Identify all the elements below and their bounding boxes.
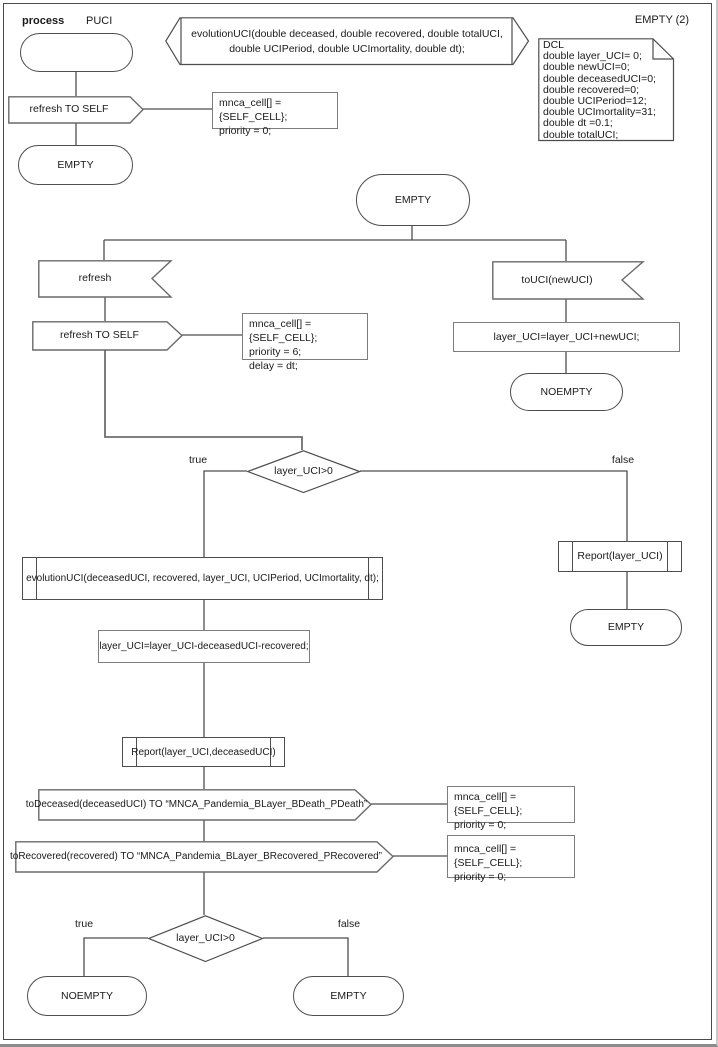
call-report-deceased-label: Report(layer_UCI,deceasedUCI) — [131, 746, 276, 758]
dcl-note-shape — [538, 38, 675, 142]
decision1-condition: layer_UCI>0 — [274, 465, 333, 477]
comment-torecovered: mnca_cell[] = {SELF_CELL}; priority = 0; — [447, 835, 575, 883]
comment-todeceased: mnca_cell[] = {SELF_CELL}; priority = 0; — [447, 786, 575, 831]
decision2-condition: layer_UCI>0 — [176, 932, 235, 944]
comment-mnca-priority6: mnca_cell[] = {SELF_CELL}; priority = 6;… — [242, 313, 368, 372]
state-empty-rightlower-label: EMPTY — [607, 621, 645, 633]
call-evolutionuci — [22, 557, 383, 600]
output-refresh-self-label: refresh TO SELF — [60, 329, 139, 341]
process-keyword: process — [22, 14, 65, 27]
state-noempty-right-label: NOEMPTY — [540, 385, 593, 398]
state-empty-middle — [356, 174, 470, 226]
task-add-newuci — [453, 322, 680, 352]
output-refresh-to-self-shape — [8, 96, 144, 124]
decision2-false-label: false — [337, 917, 361, 930]
input-refresh-label: refresh — [78, 272, 112, 284]
input-touci-shape — [492, 261, 645, 300]
call-evolutionuci-label: evolutionUCI(deceasedUCI, recovered, lay… — [26, 573, 379, 584]
input-touci-label: toUCI(newUCI) — [521, 273, 593, 286]
state-empty-rightlower — [570, 609, 682, 646]
task-add-newuci-label: layer_UCI=layer_UCI+newUCI; — [493, 330, 640, 343]
comment-mnca-priority0-top: mnca_cell[] = {SELF_CELL}; priority = 0; — [212, 92, 338, 137]
diagram-frame — [3, 3, 712, 1040]
task-subtract-label: layer_UCI=layer_UCI-deceasedUCI-recovere… — [99, 641, 309, 652]
state-empty-bottom-label: EMPTY — [330, 989, 367, 1002]
output-todeceased-shape — [38, 789, 373, 821]
state-empty-topleft — [18, 145, 133, 185]
call-report-layeruci — [558, 541, 682, 572]
process-name: PUCI — [86, 14, 113, 27]
state-noempty-bottom-label: NOEMPTY — [61, 989, 113, 1002]
state-empty-bottom — [293, 976, 404, 1016]
procedure-declaration-text: evolutionUCI(double deceased, double rec… — [191, 27, 503, 55]
output-torecovered-shape — [15, 841, 395, 873]
output-refresh-to-self: refresh TO SELF — [29, 103, 109, 115]
procedure-declaration-shape — [165, 17, 530, 66]
decision1-shape — [247, 450, 361, 494]
call-report-deceased — [122, 737, 285, 767]
output-refresh-self-shape — [32, 321, 184, 351]
decision1-false-label: false — [611, 453, 635, 466]
task-subtract — [98, 630, 310, 663]
start-state-symbol — [20, 33, 133, 72]
decision2-shape — [148, 915, 264, 963]
decision2-true-label: true — [74, 917, 94, 930]
page-label: EMPTY (2) — [634, 13, 690, 26]
state-noempty-right — [510, 373, 623, 411]
state-empty-topleft-label: EMPTY — [57, 158, 94, 171]
dcl-note-text: DCL double layer_UCI= 0; double newUCI=0… — [543, 39, 656, 141]
output-todeceased-label: toDeceased(deceasedUCI) TO “MNCA_Pandemi… — [25, 799, 368, 810]
output-torecovered-label: toRecovered(recovered) TO “MNCA_Pandemia… — [9, 851, 383, 862]
state-noempty-bottom — [27, 976, 147, 1016]
input-refresh-shape — [38, 260, 173, 298]
call-report-layeruci-label: Report(layer_UCI) — [577, 550, 663, 562]
decision1-true-label: true — [188, 453, 208, 466]
state-empty-middle-label: EMPTY — [394, 193, 432, 206]
